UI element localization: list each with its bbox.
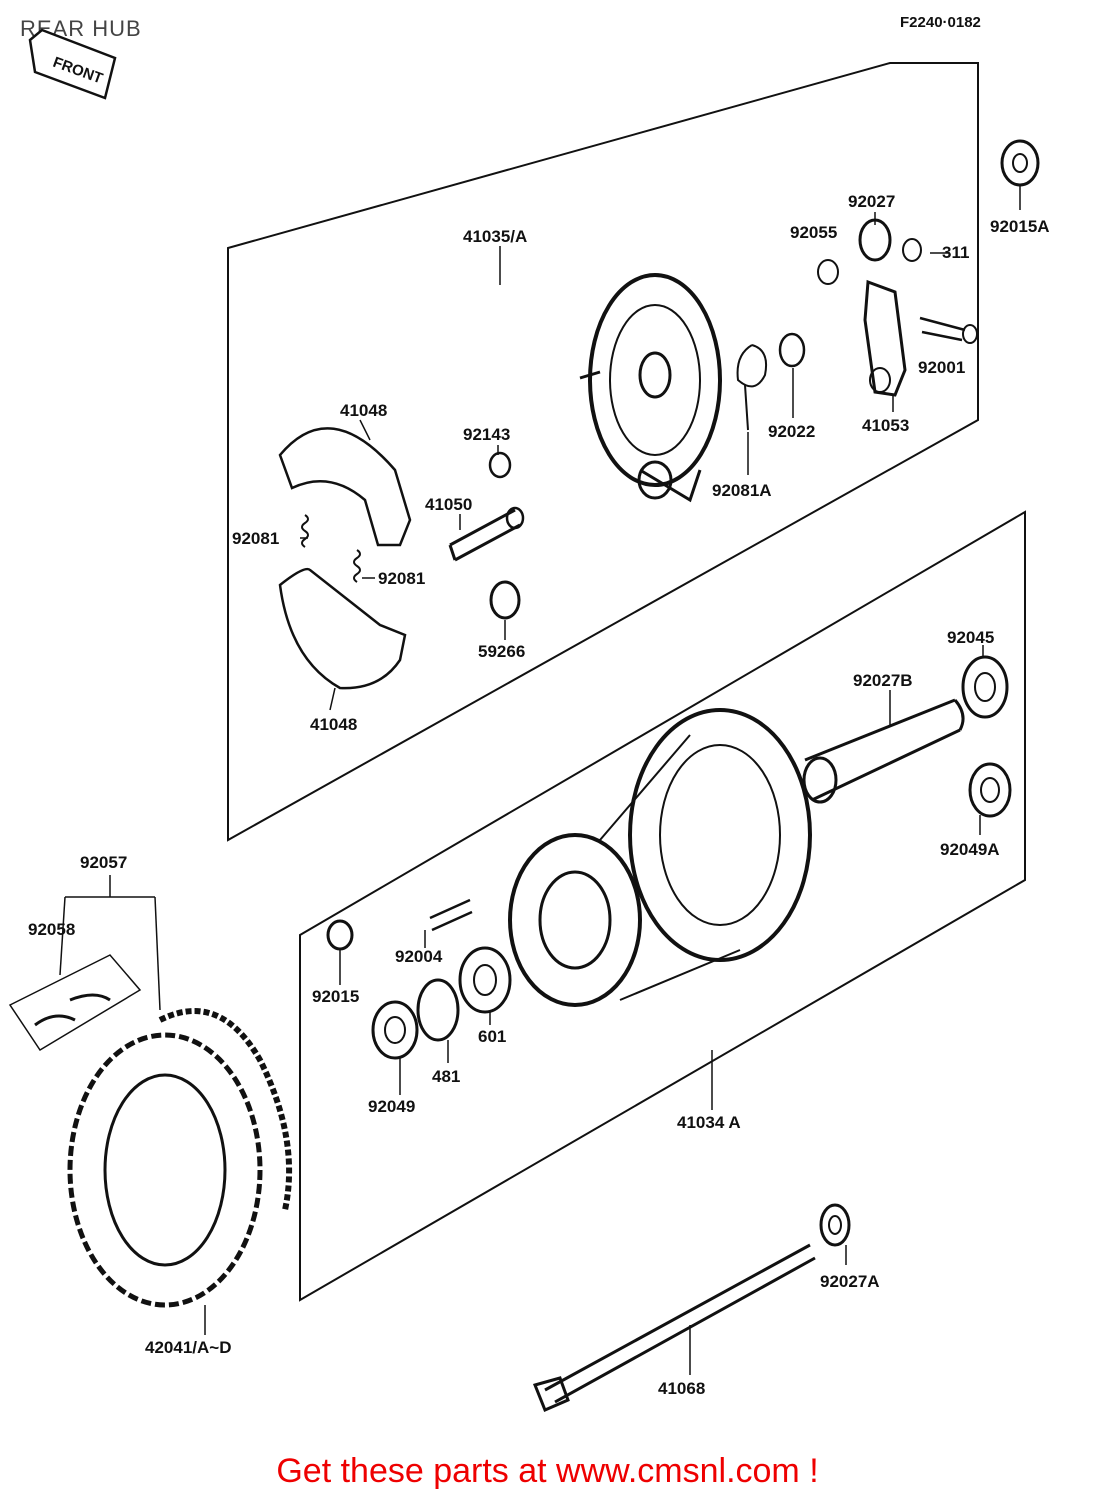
part-label-p18: 92027B xyxy=(853,671,913,690)
circlip-481 xyxy=(416,978,460,1042)
part-label-p26: 92049 xyxy=(368,1097,415,1116)
diagram-code: F2240·0182 xyxy=(900,14,981,31)
part-label-p20: 92057 xyxy=(80,853,127,872)
rear-axle xyxy=(544,1243,816,1404)
part-label-p5: 92015A xyxy=(990,217,1050,236)
part-label-p1: 41035/A xyxy=(463,227,527,246)
nut-92027 xyxy=(858,218,892,262)
drive-chain xyxy=(158,1008,293,1211)
part-label-p12: 41050 xyxy=(425,495,472,514)
cam-shaft xyxy=(448,508,521,562)
part-label-p3: 92055 xyxy=(790,223,837,242)
brake-panel-group-frame xyxy=(227,62,979,842)
part-label-p13: 92081 xyxy=(232,529,279,548)
brake-shoe-upper xyxy=(278,427,412,547)
part-label-p25: 481 xyxy=(432,1067,460,1086)
part-label-p28: 92027A xyxy=(820,1272,880,1291)
part-label-p16: 41048 xyxy=(310,715,357,734)
stud-92004 xyxy=(429,898,473,932)
spring-92081a xyxy=(736,344,768,431)
chain-joint-panel xyxy=(8,954,142,1052)
part-label-p27: 41034 A xyxy=(677,1113,741,1132)
bearing-601 xyxy=(458,946,512,1014)
part-label-p29: 42041/A~D xyxy=(145,1338,231,1357)
part-label-p7: 41048 xyxy=(340,401,387,420)
bearing-92049a xyxy=(968,762,1012,818)
wheel-hub xyxy=(508,708,812,1007)
nut-92015 xyxy=(326,919,354,951)
part-label-p19: 92049A xyxy=(940,840,1000,859)
bearing-92049 xyxy=(371,1000,419,1060)
part-label-p23: 92015 xyxy=(312,987,359,1006)
part-label-p9: 92022 xyxy=(768,422,815,441)
bolt-92001 xyxy=(919,316,966,342)
nut-311 xyxy=(902,238,922,262)
oring-92055 xyxy=(817,259,839,285)
part-label-p15: 59266 xyxy=(478,642,525,661)
part-label-p24: 601 xyxy=(478,1027,506,1046)
part-label-p2: 92027 xyxy=(848,192,895,211)
spring-92081-left xyxy=(301,514,309,548)
part-label-p8: 92143 xyxy=(463,425,510,444)
front-arrow-tag: FRONT xyxy=(28,28,117,100)
brake-panel xyxy=(579,273,722,503)
seal-92143 xyxy=(488,451,512,479)
bearing-92045 xyxy=(961,655,1009,719)
hub-group-frame xyxy=(299,510,1026,1302)
part-label-p17: 92045 xyxy=(947,628,994,647)
nut-92015a xyxy=(1000,139,1040,187)
part-label-p22: 92004 xyxy=(395,947,443,966)
part-label-p11: 92081A xyxy=(712,481,772,500)
cam-lever xyxy=(863,279,907,397)
part-label-p21: 92058 xyxy=(28,920,75,939)
washer-92022 xyxy=(778,332,806,368)
footer-link-text[interactable]: Get these parts at www.cmsnl.com ! xyxy=(276,1452,819,1490)
brake-shoe-lower xyxy=(278,567,407,690)
seal-59266 xyxy=(489,580,521,620)
spring-92081-right xyxy=(353,549,361,583)
rear-sprocket xyxy=(67,1032,263,1308)
axle-sleeve xyxy=(804,698,965,802)
part-label-p10: 41053 xyxy=(862,416,909,435)
collar-92027a xyxy=(819,1203,851,1247)
part-label-p6: 92001 xyxy=(918,358,965,377)
part-label-p30: 41068 xyxy=(658,1379,705,1398)
part-label-p4: 311 xyxy=(942,243,969,262)
part-label-p14: 92081 xyxy=(378,569,425,588)
